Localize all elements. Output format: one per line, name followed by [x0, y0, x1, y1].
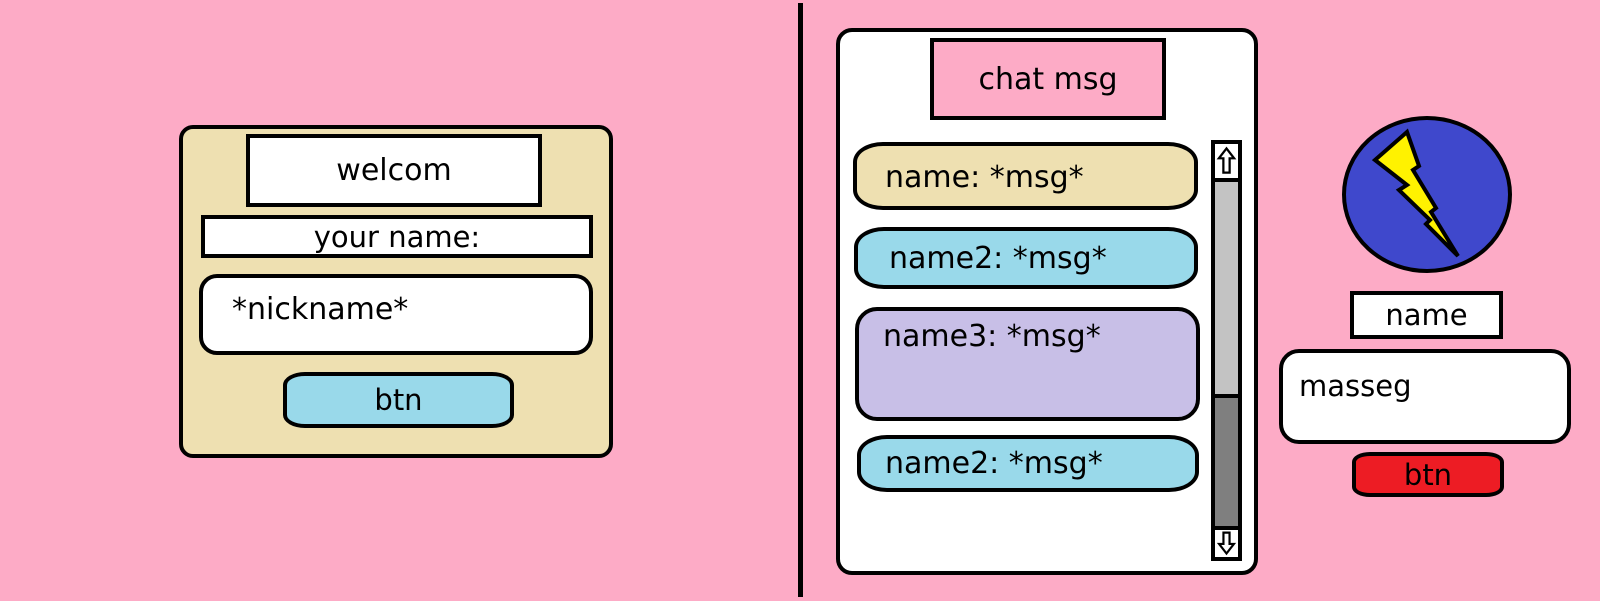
chat-message: name2: *msg* [857, 435, 1199, 492]
avatar [1342, 116, 1512, 273]
user-name: name [1350, 291, 1503, 339]
chat-scrollbar[interactable] [1211, 140, 1242, 561]
welcome-title: welcom [246, 134, 542, 207]
send-button[interactable]: btn [1352, 452, 1504, 497]
arrow-up-icon [1216, 146, 1237, 174]
message-input[interactable]: masseg [1279, 349, 1571, 444]
divider [798, 3, 803, 597]
chat-message: name: *msg* [853, 142, 1198, 210]
scroll-down-button[interactable] [1215, 526, 1238, 557]
chat-message: name2: *msg* [854, 227, 1198, 289]
your-name-label: your name: [201, 215, 593, 258]
lightning-bolt-icon [1342, 116, 1512, 273]
chat-title: chat msg [930, 38, 1166, 120]
nickname-input[interactable]: *nickname* [199, 274, 593, 355]
scroll-up-button[interactable] [1215, 144, 1238, 182]
scroll-thumb[interactable] [1215, 394, 1238, 526]
chat-message: name3: *msg* [855, 307, 1200, 421]
arrow-down-icon [1216, 531, 1237, 556]
login-button[interactable]: btn [283, 372, 514, 428]
